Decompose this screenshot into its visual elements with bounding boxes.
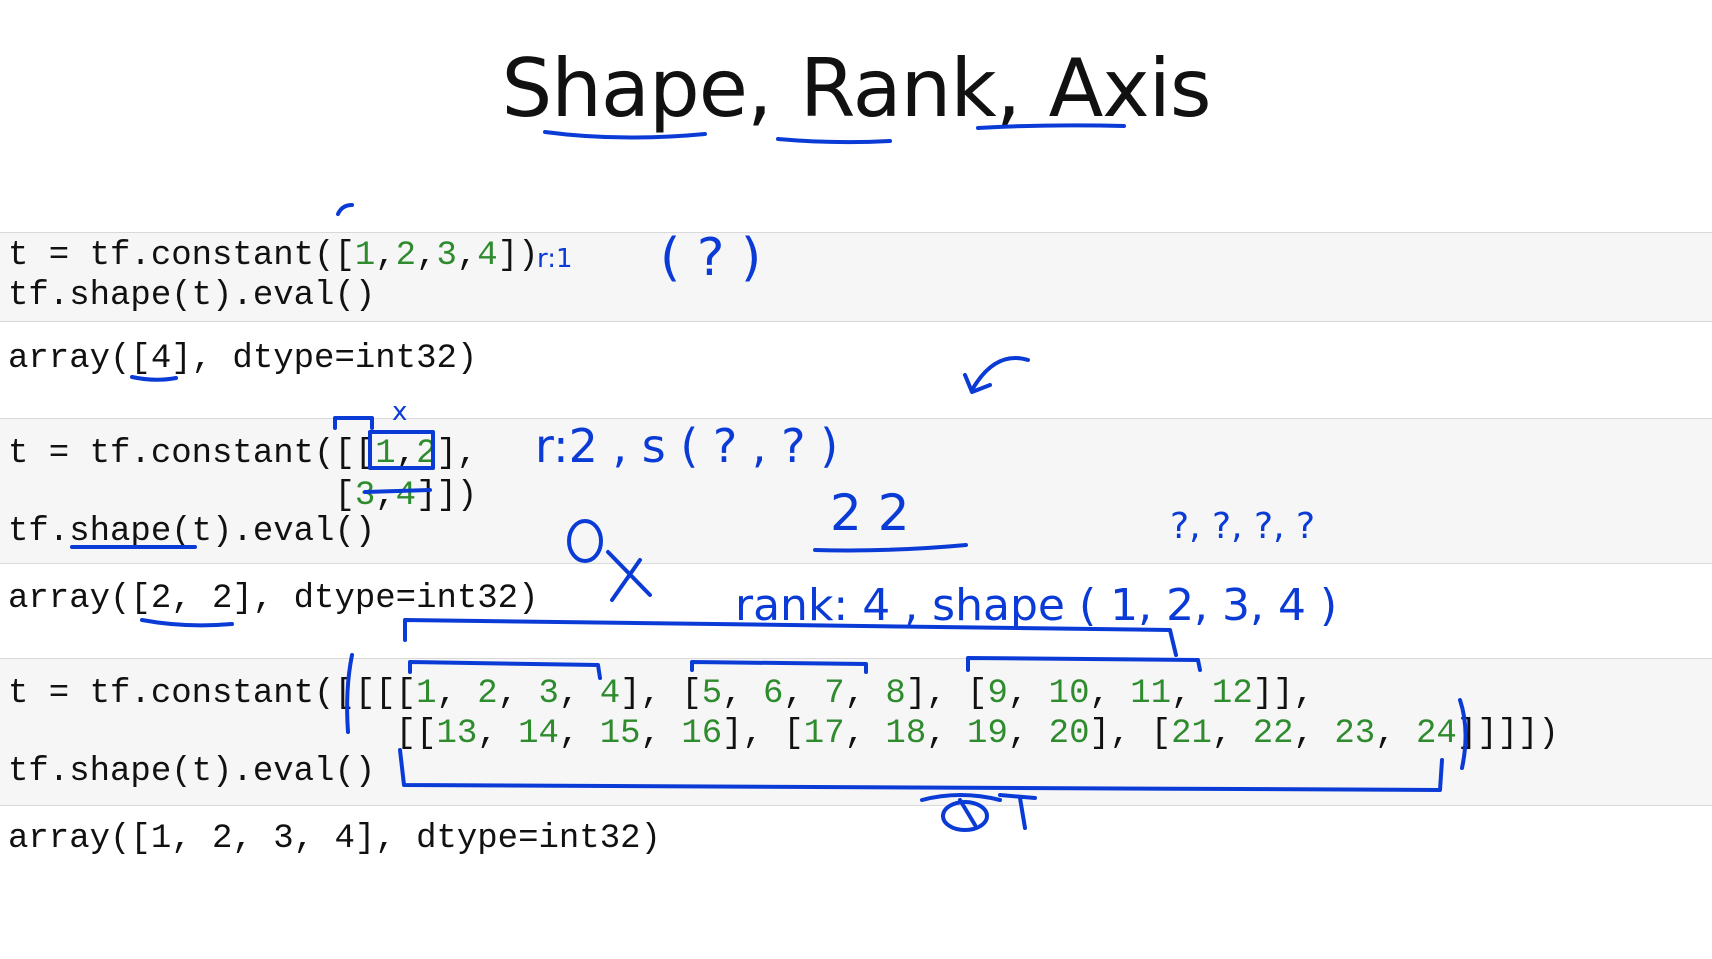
code-token: ,: [844, 675, 886, 713]
code-number: 1: [354, 237, 376, 275]
code-line: [3,4]]): [8, 475, 477, 517]
code-token: ], [: [722, 715, 804, 753]
code-number: 6: [762, 675, 784, 713]
code-token: ,: [436, 675, 478, 713]
code-token: ,: [497, 675, 539, 713]
output-text: array([4], dtype=int32): [8, 340, 478, 378]
code-number: 15: [599, 715, 641, 753]
code-token: ], [: [905, 675, 988, 713]
code-token: [8, 477, 334, 515]
code-number: 9: [987, 675, 1008, 713]
code-number: 11: [1130, 675, 1172, 713]
code-number: 12: [1211, 675, 1253, 713]
code-cell-input-3[interactable]: t = tf.constant([[[[1, 2, 3, 4], [5, 6, …: [0, 658, 1712, 806]
code-token: ,: [1089, 675, 1131, 713]
code-token: ,: [1007, 715, 1049, 753]
bracket-mark: [336, 203, 354, 216]
code-number: 3: [538, 675, 559, 713]
code-number: 22: [1252, 715, 1294, 753]
code-token: ,: [783, 675, 825, 713]
code-token: ,: [477, 715, 519, 753]
code-line: tf.shape(t).eval(): [8, 275, 375, 317]
code-line: t = tf.constant([1,2,3,4]): [8, 235, 539, 277]
code-line: t = tf.constant([[[[1, 2, 3, 4], [5, 6, …: [8, 673, 1314, 715]
code-number: 16: [681, 715, 723, 753]
code-number: 10: [1048, 675, 1090, 713]
code-token: ,: [416, 237, 437, 275]
code-number: 2: [416, 435, 437, 473]
output-text: array([1, 2, 3, 4], dtype=int32): [8, 820, 661, 858]
code-token: ]): [497, 237, 539, 275]
code-number: 5: [701, 675, 723, 713]
code-token: t = tf.constant([: [8, 237, 355, 275]
code-token: ,: [375, 477, 396, 515]
code-token: ],: [436, 435, 478, 473]
code-token: tf.shape(t).eval(): [8, 513, 376, 551]
title-word-shape: Shape,: [501, 42, 772, 135]
output-text: array([2, 2], dtype=int32): [8, 580, 539, 618]
code-number: 3: [354, 477, 376, 515]
code-line: tf.shape(t).eval(): [8, 511, 375, 553]
code-number: 3: [436, 237, 457, 275]
code-token: ]]]]): [1456, 715, 1559, 753]
code-number: 24: [1415, 715, 1457, 753]
code-number: 1: [375, 435, 396, 473]
code-token: ,: [926, 715, 968, 753]
code-number: 4: [395, 477, 417, 515]
code-token: ,: [456, 237, 478, 275]
code-number: 17: [803, 715, 845, 753]
code-token: ,: [1007, 675, 1049, 713]
code-token: ,: [1375, 715, 1416, 753]
code-number: 20: [1048, 715, 1090, 753]
title-word-axis: Axis: [1048, 42, 1212, 135]
code-number: 4: [477, 237, 498, 275]
code-line: tf.shape(t).eval(): [8, 751, 375, 793]
underline-rank: [776, 137, 892, 145]
code-cell-output-2: array([2, 2], dtype=int32): [0, 564, 1712, 658]
code-line: [[13, 14, 15, 16], [17, 18, 19, 20], [21…: [8, 713, 1559, 755]
code-token: ,: [722, 675, 763, 713]
code-token: ], [: [1089, 715, 1172, 753]
code-token: ]],: [1252, 675, 1314, 713]
code-token: ]]): [416, 477, 478, 515]
slide-title: Shape, Rank, Axis: [0, 42, 1712, 135]
code-token: [[: [8, 715, 437, 753]
code-number: 21: [1171, 715, 1212, 753]
code-token: ,: [1293, 715, 1335, 753]
code-token: [: [334, 477, 355, 515]
code-cell-output-1: array([4], dtype=int32): [0, 322, 1712, 416]
code-token: ,: [395, 435, 417, 473]
code-token: ,: [1211, 715, 1253, 753]
title-word-rank: Rank,: [799, 42, 1021, 135]
code-token: ,: [558, 715, 600, 753]
code-number: 8: [885, 675, 906, 713]
code-token: t = tf.constant([[[[: [8, 675, 417, 713]
code-number: 14: [518, 715, 559, 753]
code-number: 19: [967, 715, 1008, 753]
code-number: 13: [436, 715, 478, 753]
code-cell-input-2[interactable]: t = tf.constant([[1,2], [3,4]]) tf.shape…: [0, 418, 1712, 564]
code-number: 23: [1334, 715, 1376, 753]
code-token: ,: [375, 237, 396, 275]
code-token: ,: [558, 675, 600, 713]
code-number: 1: [416, 675, 437, 713]
code-number: 7: [824, 675, 845, 713]
code-cell-input-1[interactable]: t = tf.constant([1,2,3,4]) tf.shape(t).e…: [0, 232, 1712, 322]
code-number: 18: [885, 715, 927, 753]
code-number: 2: [477, 675, 498, 713]
code-token: tf.shape(t).eval(): [8, 277, 376, 315]
code-token: ,: [640, 715, 682, 753]
code-number: 4: [599, 675, 621, 713]
code-line: t = tf.constant([[1,2],: [8, 433, 477, 475]
code-token: ,: [1171, 675, 1212, 713]
code-token: tf.shape(t).eval(): [8, 753, 376, 791]
code-cell-output-3: array([1, 2, 3, 4], dtype=int32): [0, 806, 1712, 886]
code-token: ], [: [620, 675, 702, 713]
code-number: 2: [395, 237, 417, 275]
code-token: ,: [844, 715, 886, 753]
code-token: t = tf.constant([[: [8, 435, 376, 473]
